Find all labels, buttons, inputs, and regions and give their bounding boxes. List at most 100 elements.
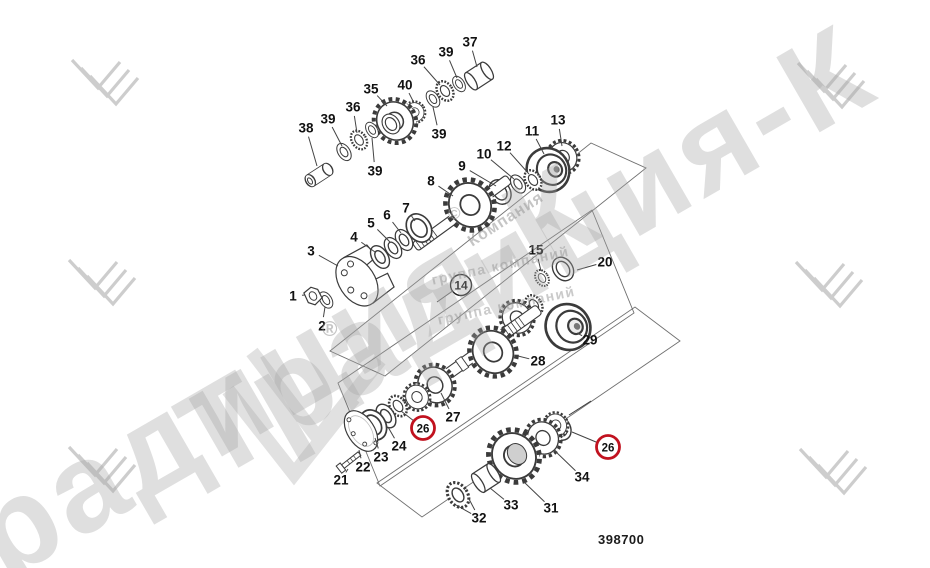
leader-line [468, 498, 476, 511]
part-label-37: 37 [462, 34, 477, 49]
leader-line [440, 392, 450, 410]
part-label-9: 9 [458, 158, 466, 173]
part-label-40: 40 [397, 77, 412, 92]
part-38-pin-hole [306, 177, 314, 185]
assembly-countershaft [335, 252, 601, 474]
part-label-3: 3 [307, 243, 315, 258]
leader-line [387, 426, 395, 439]
leader-line [408, 92, 415, 104]
part-label-22: 22 [355, 459, 370, 474]
leader-line [322, 306, 326, 318]
chevron-mark-icon [796, 61, 866, 109]
leader-line [423, 66, 441, 86]
part-label-33: 33 [503, 497, 519, 512]
part-label-10: 10 [476, 146, 491, 161]
part-3-yoke [335, 244, 395, 307]
leader-line [509, 152, 530, 175]
part-label-12: 12 [496, 138, 511, 153]
part-37-cap [461, 59, 497, 93]
circled-label-ring [449, 273, 473, 297]
part-label-39: 39 [367, 163, 382, 178]
part-31-bore [506, 443, 528, 465]
part-label-4: 4 [350, 229, 358, 244]
part-label-39: 39 [320, 111, 335, 126]
leader-line [377, 229, 391, 243]
part-label-35: 35 [363, 81, 379, 96]
highlighted-label-26: 26 [602, 442, 615, 454]
panel-bottom [376, 306, 681, 518]
figure-number: 398700 [598, 532, 645, 547]
part-22-plate [343, 410, 379, 452]
assembly-main-shaft [303, 132, 587, 312]
part-label-36: 36 [410, 52, 426, 67]
brand-logo-watermark [222, 347, 386, 486]
part-label-28: 28 [530, 353, 546, 368]
part-label-27: 27 [445, 409, 460, 424]
leader-line [553, 449, 576, 472]
chevron-mark-icon [67, 445, 137, 493]
leader-line [345, 468, 349, 473]
part-label-24: 24 [391, 438, 407, 453]
leader-line [471, 50, 478, 68]
leader-line [558, 128, 563, 147]
leader-line [469, 170, 497, 187]
part-label-7: 7 [402, 200, 410, 215]
leader-line [489, 487, 505, 500]
leader-line [392, 221, 402, 234]
part-1-nut [303, 286, 323, 306]
chevron-mark-icon [67, 258, 137, 306]
part-label-11: 11 [525, 123, 540, 138]
assembly-input-gear [302, 59, 497, 190]
leader-line [308, 136, 318, 167]
chevron-mark-icon [794, 260, 864, 308]
part-39-washer [333, 140, 355, 164]
circled-label-14: 14 [454, 278, 468, 292]
leader-line [455, 504, 472, 515]
chevron-mark-icon [798, 447, 868, 495]
highlight-circle [595, 434, 621, 460]
leader-line [576, 332, 583, 337]
leader-line [376, 95, 388, 107]
part-label-2: 2 [318, 318, 326, 333]
part-label-15: 15 [528, 242, 544, 257]
highlight-circle [410, 415, 436, 441]
leader-line [523, 481, 545, 503]
leader-line [576, 263, 597, 271]
leader-line [490, 159, 515, 180]
part-label-13: 13 [550, 112, 566, 127]
leader-line [371, 137, 375, 163]
part-label-36: 36 [345, 99, 361, 114]
part-label-1: 1 [289, 288, 297, 303]
part-20-ring [547, 252, 579, 286]
leader-line [517, 355, 530, 360]
assembly-bottom-gears [441, 400, 592, 513]
panel-top [329, 142, 647, 377]
leader-line [432, 106, 438, 126]
part-38-pin [302, 160, 336, 190]
leader-line [358, 449, 362, 459]
highlighted-label-26: 26 [417, 423, 430, 435]
part-label-39: 39 [438, 44, 453, 59]
leader-line [318, 254, 339, 267]
part-label-32: 32 [471, 510, 486, 525]
part-label-31: 31 [543, 500, 559, 515]
part-label-21: 21 [333, 472, 349, 487]
leader-line [331, 126, 343, 147]
leader-line [400, 410, 414, 422]
part-29-pulley [535, 294, 601, 360]
leader-line [571, 431, 598, 443]
chevron-mark-icon [70, 58, 140, 106]
part-label-23: 23 [373, 449, 389, 464]
leader-line [410, 215, 416, 222]
part-label-8: 8 [427, 173, 435, 188]
axis-line [568, 400, 592, 416]
leader-line [537, 258, 542, 272]
part-label-29: 29 [582, 332, 597, 347]
part-label-5: 5 [367, 215, 375, 230]
part-label-34: 34 [574, 469, 590, 484]
part-label-39: 39 [431, 126, 446, 141]
leader-line [449, 60, 458, 79]
